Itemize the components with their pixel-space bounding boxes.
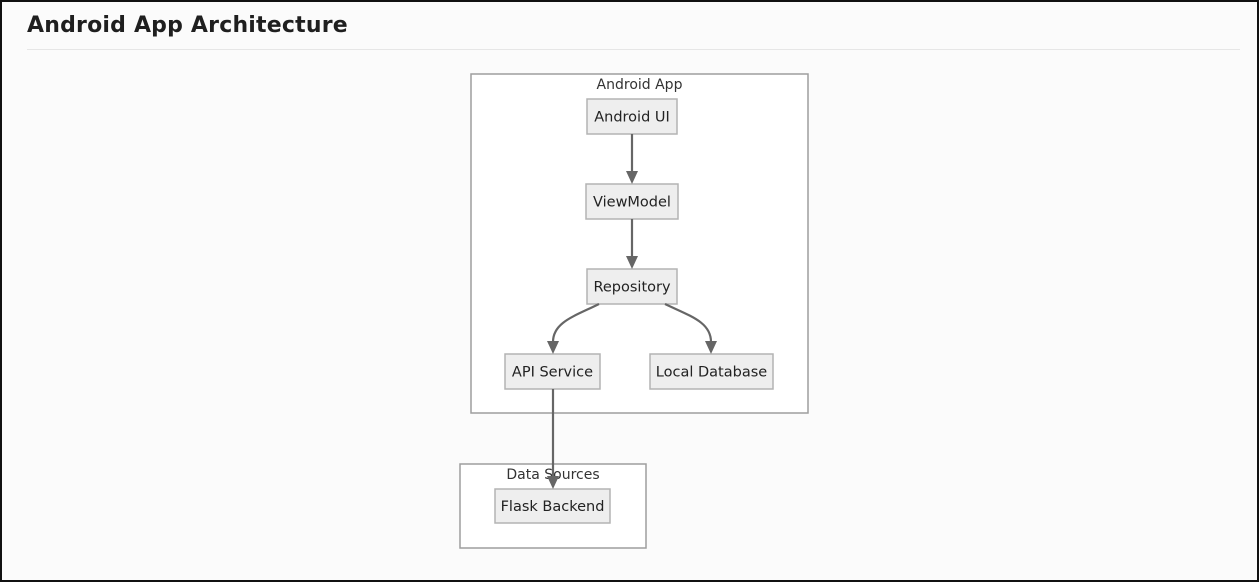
page-title: Android App Architecture <box>27 13 348 38</box>
edge-android-ui-to-viewmodel <box>626 134 638 184</box>
node-local-database-label: Local Database <box>656 365 767 381</box>
node-flask-backend-label: Flask Backend <box>501 499 605 515</box>
edge-viewmodel-to-repository <box>626 219 638 269</box>
node-api-service-box <box>504 353 601 390</box>
node-flask-backend-box <box>494 488 611 524</box>
node-android-ui-label: Android UI <box>594 110 670 126</box>
node-flask-backend: Flask Backend <box>494 488 611 524</box>
node-repository-box <box>586 268 678 305</box>
node-local-database: Local Database <box>649 353 774 390</box>
node-viewmodel-label: ViewModel <box>593 195 671 211</box>
node-viewmodel-box <box>585 183 679 220</box>
arrowhead-local-database <box>705 341 717 354</box>
edge-repository-to-local-database <box>664 303 717 354</box>
arrowhead-repository <box>626 256 638 269</box>
edge-repository-to-local-database-line <box>664 303 713 343</box>
title-divider <box>27 49 1240 50</box>
arrowhead-api-service <box>547 341 559 354</box>
node-android-ui: Android UI <box>586 98 678 135</box>
node-android-ui-box <box>586 98 678 135</box>
edge-repository-to-api-service-line <box>551 303 600 343</box>
edge-api-service-to-flask-backend <box>547 389 559 489</box>
edge-repository-to-api-service <box>547 303 600 354</box>
node-viewmodel: ViewModel <box>585 183 679 220</box>
node-repository-label: Repository <box>593 280 671 296</box>
arrowhead-viewmodel <box>626 171 638 184</box>
cluster-android-app-label: Android App <box>597 77 683 93</box>
node-api-service: API Service <box>504 353 601 390</box>
arrowhead-flask-backend <box>547 476 559 489</box>
node-local-database-box <box>649 353 774 390</box>
node-repository: Repository <box>586 268 678 305</box>
node-api-service-label: API Service <box>512 365 593 381</box>
